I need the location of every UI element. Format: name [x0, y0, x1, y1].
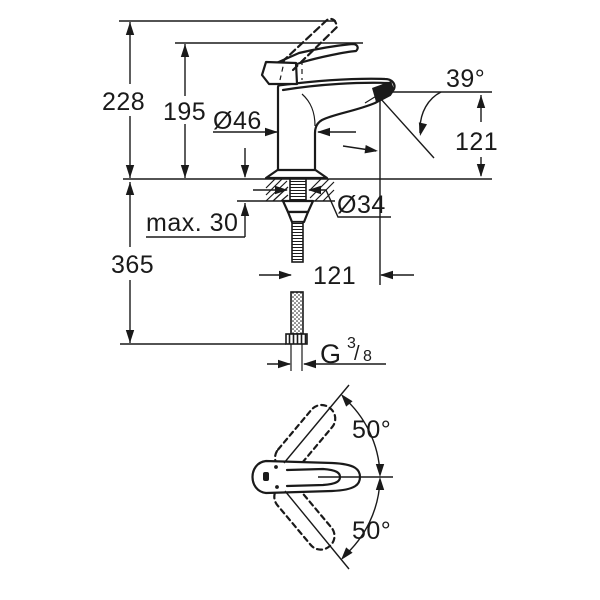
mounting-shank — [281, 178, 315, 263]
dim-overall-height: 228 — [102, 20, 336, 178]
swivel-ray-down — [284, 490, 350, 570]
dim-label-spout-projection: 121 — [313, 262, 356, 290]
faucet-top-view: 50° 50° — [251, 384, 393, 570]
thread-label-divider: / — [354, 343, 360, 365]
dim-label-overall-height: 228 — [102, 88, 145, 116]
handle-dot-lower — [275, 485, 279, 489]
dim-label-body-diameter: Ø46 — [213, 107, 262, 135]
lever-hinge-hidden-lines — [279, 57, 303, 81]
spout-top-edge-line — [281, 81, 390, 92]
swivel-arc-upper: 50° — [337, 391, 391, 477]
thread-label-denominator: 8 — [363, 348, 372, 365]
aerator-detail-line — [364, 94, 379, 104]
handle-top-outline — [251, 459, 362, 495]
dim-label-swivel-down: 50° — [352, 517, 391, 545]
handle-dot-upper — [274, 465, 278, 469]
dim-spout-height: 121 — [455, 95, 498, 177]
spout-aerator — [372, 81, 394, 102]
dim-label-depth-below-deck: 365 — [111, 251, 154, 279]
stream-angle-line — [379, 97, 435, 159]
braided-hose — [290, 291, 304, 335]
swivel-arc-lower: 50° — [337, 477, 391, 563]
dim-label-height-to-lever: 195 — [163, 98, 206, 126]
hose-tail-tube — [290, 344, 303, 371]
thread-label-numerator: 3 — [347, 335, 356, 352]
hose-connection-nut — [285, 333, 308, 345]
threaded-rod — [291, 221, 304, 263]
faucet-side-view — [123, 17, 492, 371]
thread-label-letter: G — [320, 339, 341, 369]
spout-inner-curve — [301, 93, 316, 127]
mounting-nut-lower — [286, 210, 310, 224]
dim-label-max-mounting: max. 30 — [146, 209, 238, 237]
countertop-section — [123, 178, 492, 202]
dim-label-swivel-up: 50° — [352, 416, 391, 444]
threaded-shank-in-deck — [289, 178, 307, 202]
dim-height-to-lever: 195 — [163, 42, 363, 178]
supply-hose — [285, 291, 308, 371]
dim-depth-below-deck: 365 — [111, 182, 286, 345]
dim-max-mounting-thickness: max. 30 — [146, 148, 250, 238]
dim-thread-size: G 3 / 8 — [267, 335, 386, 369]
dim-aerator-angle: 39° — [342, 65, 492, 159]
dim-body-diameter: Ø46 — [213, 107, 356, 137]
dim-spout-projection: 121 — [259, 98, 414, 290]
dim-hole-diameter: Ø34 — [253, 185, 391, 219]
dim-label-hole-diameter: Ø34 — [337, 191, 386, 219]
handle-lever-raised-phantom — [280, 17, 339, 72]
lever-base — [260, 60, 299, 86]
handle-cap-mark — [263, 472, 269, 481]
handle-top-view — [251, 459, 362, 495]
dim-label-aerator-angle: 39° — [446, 65, 485, 93]
dim-label-spout-height: 121 — [455, 128, 498, 156]
faucet-body — [264, 77, 396, 180]
mounting-nut-upper — [281, 199, 315, 214]
handle-lever — [260, 42, 359, 86]
swivel-ray-up — [283, 384, 350, 464]
